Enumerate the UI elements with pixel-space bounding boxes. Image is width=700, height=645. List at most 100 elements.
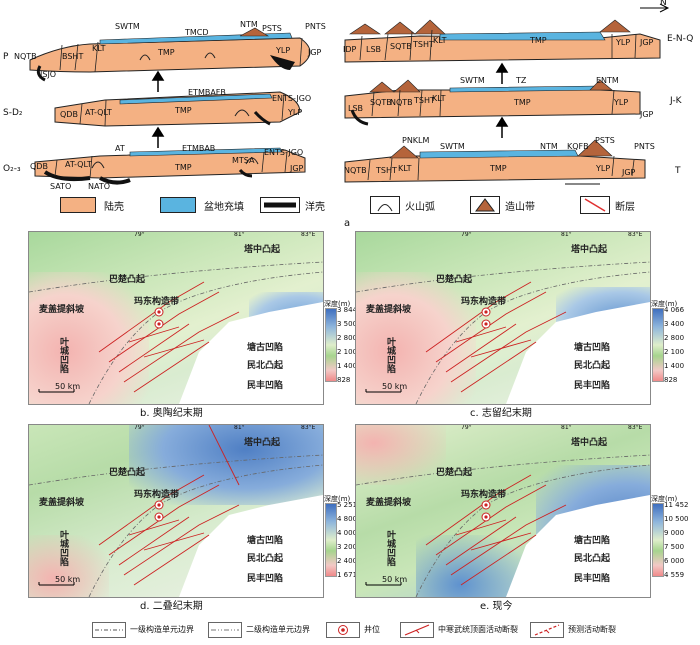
legend-swatch-basin	[160, 197, 196, 213]
unit-label: TZ	[516, 76, 527, 85]
lon-label: 83°E	[301, 424, 316, 431]
cbar-tick: 9 000	[664, 529, 685, 537]
legend-label: 一级构造单元边界	[130, 625, 194, 634]
unit-label: TSHT	[376, 166, 397, 175]
legend-label: 井位	[364, 625, 380, 634]
unit-label: KLT	[432, 94, 446, 103]
cbar-tick: 6 000	[664, 557, 685, 565]
map-label: 玛东构造带	[461, 297, 507, 307]
map-label: 叶城凹陷	[385, 530, 395, 566]
legend-label: 断层	[615, 202, 635, 213]
row-label-enq: E-N-Q	[667, 34, 694, 44]
cbar-tick: 2 800	[664, 334, 685, 342]
unit-label: SWTM	[115, 22, 140, 31]
unit-label: QDB	[60, 110, 78, 119]
cbar-title: 深度(m)	[651, 495, 678, 503]
cbar-tick: 3 500	[337, 320, 358, 328]
volcanic-arc-icon	[370, 196, 400, 214]
unit-label: TSHT	[414, 96, 435, 105]
legend-label: 造山带	[505, 202, 535, 213]
unit-label: SQTB	[370, 98, 392, 107]
lon-label: 83°E	[628, 231, 643, 238]
unit-label: PNKLM	[402, 136, 430, 145]
lon-label: 79°	[461, 424, 472, 431]
legend-label: 预测活动断裂	[568, 625, 616, 634]
primary-boundary-icon	[92, 622, 126, 638]
legend-swatch-crust	[60, 197, 96, 213]
cbar-tick: 1 671	[337, 571, 358, 579]
unit-label: PSTS	[595, 136, 615, 145]
unit-label: YLP	[616, 38, 631, 47]
map-label: 麦盖提斜坡	[39, 498, 85, 508]
row-label-p: P	[3, 52, 9, 62]
unit-label: BSHT	[62, 52, 84, 61]
orogen-icon	[470, 196, 500, 214]
lon-label: 79°	[134, 231, 145, 238]
legend-top: 陆壳 盆地充填 洋壳 火山弧 造山带 断层	[0, 193, 700, 217]
map-label: 民丰凹陷	[574, 574, 611, 584]
unit-label: KQFB	[567, 142, 589, 151]
legend-label: 洋壳	[305, 202, 325, 213]
well-icon	[326, 622, 360, 638]
map-label: 叶城凹陷	[58, 530, 68, 566]
map-label: 民北凸起	[247, 361, 284, 371]
colorbar-e	[652, 503, 664, 577]
unit-label: NTM	[540, 142, 558, 151]
active-fault-icon	[400, 622, 434, 638]
cbar-tick: 828	[664, 376, 678, 384]
legend-label: 火山弧	[405, 202, 435, 213]
map-label: 塘古凹陷	[247, 536, 284, 546]
legend-label: 陆壳	[104, 202, 124, 213]
map-label: 麦盖提斜坡	[366, 305, 412, 315]
unit-label: NTM	[240, 20, 258, 29]
fault-icon	[580, 196, 610, 214]
lon-label: 83°E	[628, 424, 643, 431]
cbar-tick: 3 844	[337, 306, 358, 314]
cbar-tick: 2 400	[337, 557, 358, 565]
colorbar-b	[325, 308, 337, 382]
legend-label: 盆地充填	[204, 202, 244, 213]
cbar-tick: 2 100	[337, 348, 358, 356]
map-label: 塔中凸起	[244, 438, 281, 448]
unit-label: ETMBAB	[182, 144, 216, 153]
unit-label: JGP	[640, 38, 654, 47]
cbar-tick: 7 500	[664, 543, 685, 551]
map-label: 巴楚凸起	[109, 275, 146, 285]
cbar-tick: 4 559	[664, 571, 685, 579]
panel-a-label: a	[344, 218, 351, 229]
section-t	[344, 139, 646, 185]
unit-label: TMP	[175, 163, 192, 172]
colorbar-c	[652, 308, 664, 382]
cbar-tick: 2 100	[664, 348, 685, 356]
cbar-tick: 11 452	[664, 501, 689, 509]
cbar-tick: 1 400	[337, 362, 358, 370]
unit-label: PNTS	[305, 22, 326, 31]
map-panel-e: 巴楚凸起 塔中凸起 麦盖提斜坡 叶城凹陷 玛东构造带 塘古凹陷 民北凸起 民丰凹…	[355, 424, 651, 598]
unit-label: SATO	[50, 182, 72, 191]
scale-label: 50 km	[55, 382, 81, 391]
unit-label: ENTM	[596, 76, 619, 85]
unit-label: AT-QLT	[65, 160, 92, 169]
unit-label: YLP	[288, 108, 303, 117]
unit-label: JGP	[290, 164, 304, 173]
unit-label: NQTB	[14, 52, 37, 61]
map-caption-b: b. 奥陶纪末期	[140, 408, 203, 419]
cbar-tick: 5 251	[337, 501, 358, 509]
secondary-boundary-icon	[208, 622, 242, 638]
section-p	[29, 27, 311, 82]
unit-label: TMP	[158, 48, 175, 57]
north-label: N	[660, 0, 667, 8]
unit-label: PNTS	[634, 142, 655, 151]
unit-label: JSJO	[40, 70, 57, 79]
unit-label: NATO	[88, 182, 111, 191]
map-label: 叶城凹陷	[58, 337, 68, 373]
map-label: 民北凸起	[247, 554, 284, 564]
map-label: 麦盖提斜坡	[39, 305, 85, 315]
unit-label: YLP	[276, 46, 291, 55]
unit-label: AT	[115, 144, 125, 153]
unit-label: ETMBAFB	[188, 88, 226, 97]
section-s	[54, 91, 301, 127]
unit-label: SQTB	[390, 42, 412, 51]
map-panel-d: 巴楚凸起 塔中凸起 麦盖提斜坡 叶城凹陷 玛东构造带 塘古凹陷 民北凸起 民丰凹…	[28, 424, 324, 598]
unit-label: TSHT	[413, 40, 434, 49]
